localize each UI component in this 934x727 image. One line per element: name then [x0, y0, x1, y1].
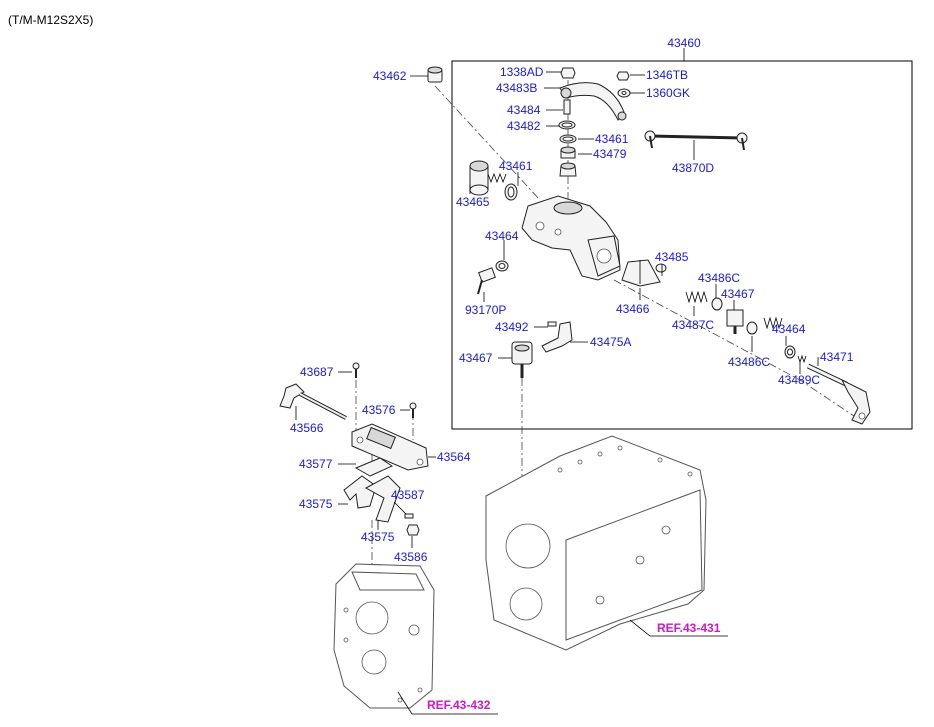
part-43492-pin[interactable] — [547, 321, 557, 327]
part-43487C-spring[interactable] — [685, 290, 708, 304]
part-43464-oring-right[interactable] — [784, 345, 796, 359]
part-43489C-spring[interactable] — [763, 316, 783, 330]
leader-ref-432 — [397, 691, 498, 715]
part-43465-bushing[interactable] — [469, 160, 489, 196]
part-43587-pin[interactable] — [404, 513, 414, 519]
part-43489C-spring-small[interactable] — [797, 354, 807, 364]
part-43464-oring-left[interactable] — [495, 260, 509, 272]
label-43466[interactable]: 43466 — [616, 302, 650, 316]
part-43870D-rod[interactable] — [644, 130, 748, 151]
part-43687-bolt[interactable] — [352, 362, 360, 378]
label-43489C[interactable]: 43489C — [778, 373, 820, 387]
label-43587[interactable]: 43587 — [391, 488, 425, 502]
leader-ref-431 — [629, 619, 728, 637]
part-43467-block-left[interactable] — [511, 341, 533, 378]
model-code: (T/M-M12S2X5) — [8, 13, 93, 27]
label-1346TB[interactable]: 1346TB — [646, 68, 688, 82]
label-43475A[interactable]: 43475A — [590, 335, 631, 349]
part-43576-bolt[interactable] — [409, 402, 417, 418]
ref-link-43-432[interactable]: REF.43-432 — [427, 698, 491, 712]
part-43484-pin[interactable] — [563, 99, 571, 115]
label-43566[interactable]: 43566 — [290, 421, 324, 435]
guide-line-43462 — [434, 85, 541, 201]
part-43467-block-right[interactable] — [726, 309, 744, 334]
part-43566-shaft[interactable] — [279, 383, 347, 420]
part-1338AD-nut[interactable] — [560, 67, 576, 79]
label-43575-left[interactable]: 43575 — [299, 497, 333, 511]
label-93170P[interactable]: 93170P — [465, 303, 506, 317]
part-43586-plug[interactable] — [406, 524, 420, 536]
label-43564[interactable]: 43564 — [437, 450, 471, 464]
part-43461-ring-left[interactable] — [504, 183, 518, 201]
label-43486C-lower[interactable]: 43486C — [728, 355, 770, 369]
label-43484[interactable]: 43484 — [507, 103, 541, 117]
part-43482-ring[interactable] — [558, 120, 576, 130]
label-43465[interactable]: 43465 — [456, 195, 490, 209]
label-43483B[interactable]: 43483B — [496, 81, 537, 95]
part-43486C-washer-lower[interactable] — [746, 321, 758, 335]
label-43482[interactable]: 43482 — [507, 119, 541, 133]
shift-housing[interactable] — [521, 195, 621, 281]
label-43486C-upper[interactable]: 43486C — [698, 271, 740, 285]
label-43467-left[interactable]: 43467 — [459, 351, 493, 365]
part-43575-fork-lower[interactable] — [364, 475, 401, 523]
part-43465-spring[interactable] — [487, 172, 507, 184]
part-43479-seat[interactable] — [559, 162, 577, 177]
label-43687[interactable]: 43687 — [300, 365, 334, 379]
label-1360GK[interactable]: 1360GK — [646, 86, 690, 100]
label-43577[interactable]: 43577 — [299, 457, 333, 471]
label-43870D[interactable]: 43870D — [672, 161, 714, 175]
part-43486C-washer-upper[interactable] — [711, 297, 723, 311]
part-43575-fork-upper[interactable] — [343, 475, 377, 509]
label-43586[interactable]: 43586 — [394, 550, 428, 564]
part-43471-shaft[interactable] — [806, 363, 871, 425]
part-43466-bracket[interactable] — [621, 259, 661, 287]
guide-line-shaft — [613, 279, 861, 421]
part-43564-cover[interactable] — [351, 423, 429, 471]
label-1338AD[interactable]: 1338AD — [500, 65, 544, 79]
ref-link-43-431[interactable]: REF.43-431 — [657, 621, 721, 635]
part-93170P-switch[interactable] — [477, 267, 496, 295]
label-43464-left[interactable]: 43464 — [485, 229, 519, 243]
guide-line-fork-stack — [355, 380, 373, 470]
part-43475A-lever[interactable] — [541, 321, 573, 353]
transmission-case-small — [333, 563, 435, 709]
transmission-case-large — [485, 435, 707, 651]
part-43577-fork-rod[interactable] — [354, 457, 394, 477]
label-43461-left[interactable]: 43461 — [499, 159, 533, 173]
label-43462[interactable]: 43462 — [373, 69, 407, 83]
label-43464-right[interactable]: 43464 — [772, 322, 806, 336]
part-43483B-lever[interactable] — [559, 82, 627, 121]
label-43471[interactable]: 43471 — [820, 350, 854, 364]
part-43462-cap[interactable] — [427, 66, 443, 83]
part-43461-ring-upper[interactable] — [559, 134, 577, 144]
label-43575-lower[interactable]: 43575 — [361, 530, 395, 544]
part-1360GK-washer[interactable] — [617, 88, 631, 98]
label-43460[interactable]: 43460 — [667, 36, 701, 50]
part-43479-boot[interactable] — [560, 146, 576, 159]
label-43485[interactable]: 43485 — [655, 250, 689, 264]
assembly-frame — [451, 60, 913, 430]
label-43492[interactable]: 43492 — [495, 320, 529, 334]
label-43479[interactable]: 43479 — [593, 147, 627, 161]
part-43485-ring[interactable] — [655, 263, 667, 273]
label-43576[interactable]: 43576 — [362, 403, 396, 417]
part-1346TB-nut[interactable] — [616, 71, 630, 81]
label-43487C[interactable]: 43487C — [672, 318, 714, 332]
leader-43587 — [393, 501, 407, 515]
label-43461-upper[interactable]: 43461 — [595, 132, 629, 146]
label-43467-right[interactable]: 43467 — [721, 287, 755, 301]
